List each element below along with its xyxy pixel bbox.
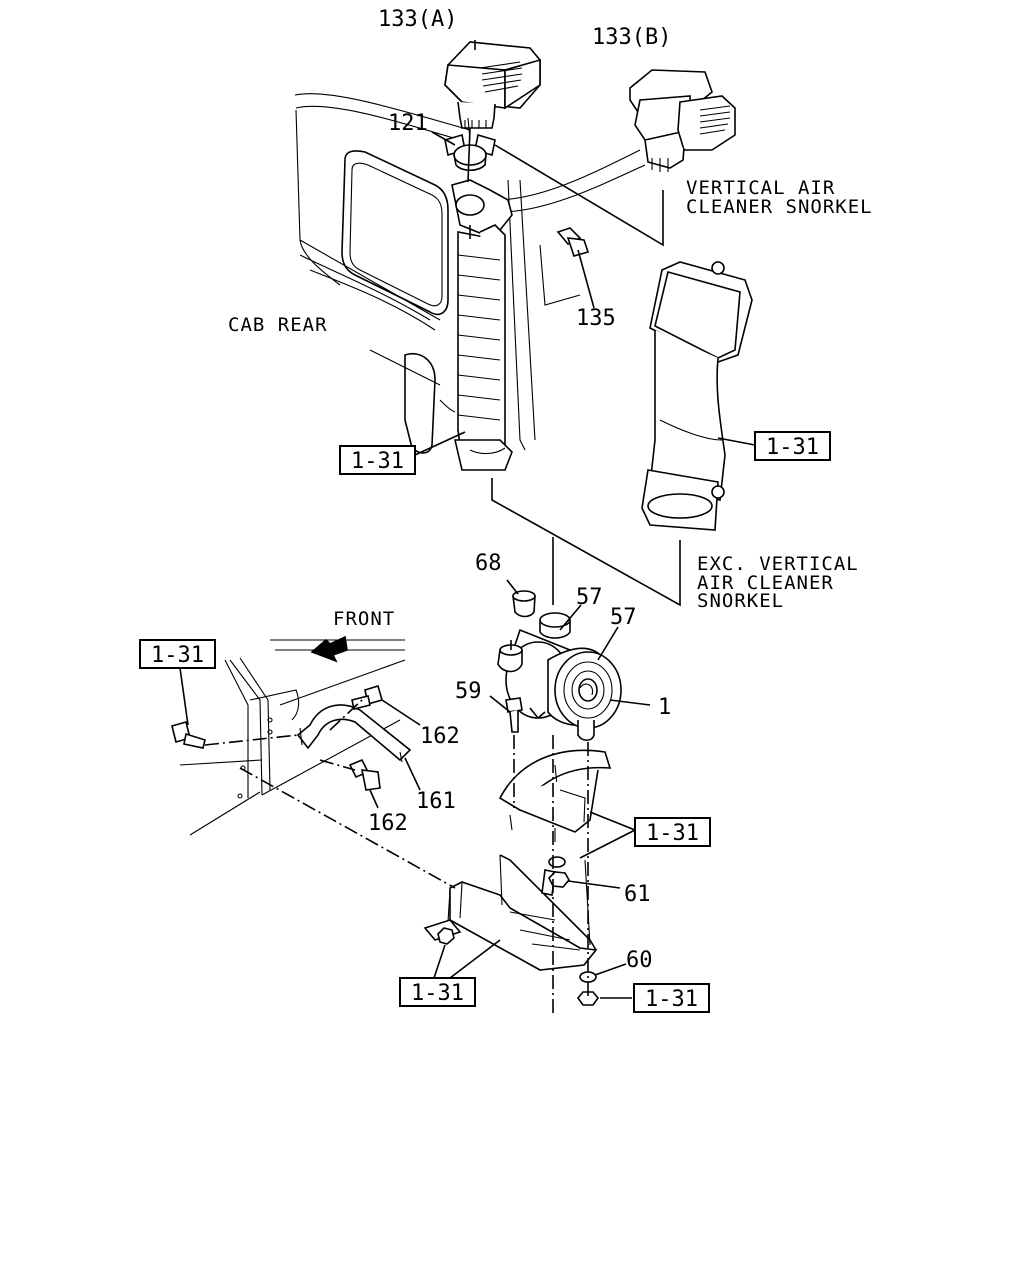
label-121: 121 [388,111,428,136]
intake-duct [641,261,753,531]
ref-box-duct[interactable]: 1-31 [754,431,831,461]
leader-lines [179,40,756,1015]
bolt-162-lower [348,758,381,791]
label-61: 61 [624,882,651,907]
label-60: 60 [626,948,653,973]
ref-box-cab-label: 1-31 [351,449,404,474]
chassis-frame [179,639,406,836]
label-133a: 133(A) [378,7,457,32]
stay-161 [296,704,412,763]
bolt-135 [556,227,590,257]
ref-box-frame-label: 1-31 [151,643,204,668]
cradle-bracket [498,749,612,842]
label-162-lower: 162 [368,811,408,836]
label-1: 1 [658,695,671,720]
note-exc-line1: EXC. VERTICAL [697,553,859,575]
air-cleaner-assembly [497,612,622,742]
note-exc-line3: SNORKEL [697,590,784,612]
ref-box-nut-label: 1-31 [645,987,698,1012]
rain-cap-133a [444,41,541,129]
lower-bracket [423,854,598,971]
note-cab-rear: CAB REAR [228,314,328,336]
note-vertical-line2: CLEANER SNORKEL [686,196,873,218]
ref-box-cab[interactable]: 1-31 [339,445,416,475]
ref-box-duct-label: 1-31 [766,435,819,460]
label-68: 68 [475,551,502,576]
note-front: FRONT [333,608,395,630]
rain-cap-133b [629,69,736,172]
bolt-59 [505,697,523,733]
ref-box-cradle-label: 1-31 [646,821,699,846]
label-161: 161 [416,789,456,814]
frame-bolt [171,721,206,749]
ref-box-bracket-label: 1-31 [411,981,464,1006]
cap-68 [512,590,536,618]
label-57-lower: 57 [610,605,637,630]
front-arrow-icon [310,635,348,663]
vertical-snorkel-pipe [451,117,513,471]
label-59: 59 [455,679,482,704]
note-vertical-line1: VERTICAL AIR [686,177,835,199]
label-162-upper: 162 [420,724,460,749]
ref-box-nut[interactable]: 1-31 [633,983,710,1013]
label-57-upper: 57 [576,585,603,610]
ref-box-bracket[interactable]: 1-31 [399,977,476,1007]
label-135: 135 [576,306,616,331]
label-133b: 133(B) [592,25,671,50]
ref-box-frame[interactable]: 1-31 [139,639,216,669]
ref-box-cradle[interactable]: 1-31 [634,817,711,847]
note-exc-line2: AIR CLEANER [697,572,834,594]
cab-rear-panel [294,93,646,454]
